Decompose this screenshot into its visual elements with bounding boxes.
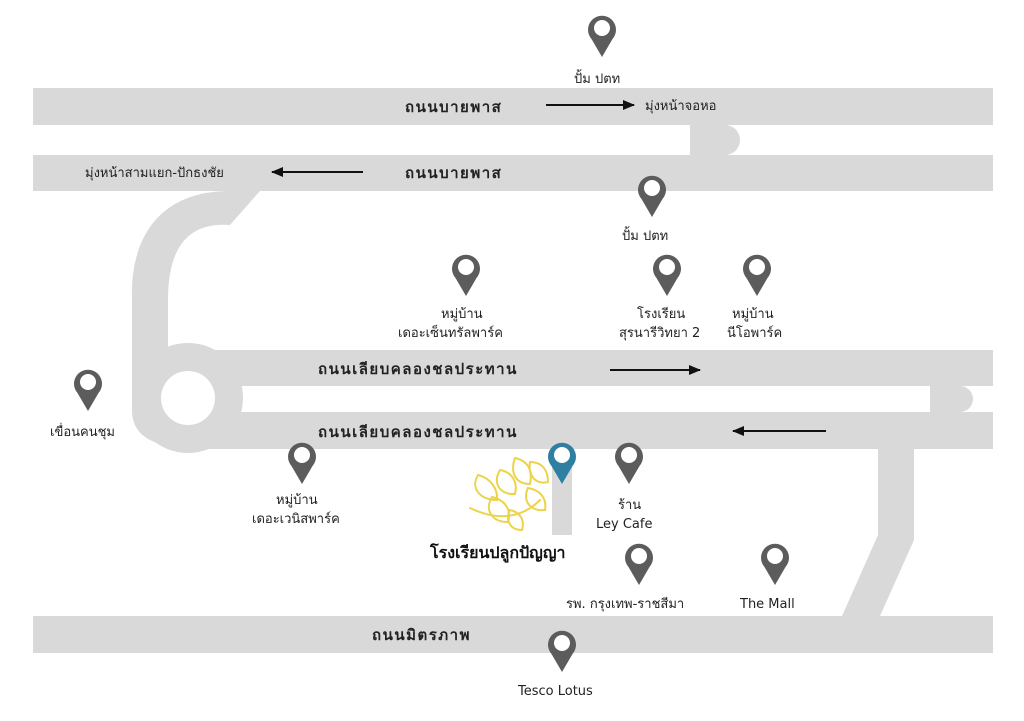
pin-ptt-top-icon[interactable] [588,15,616,57]
pin-the-mall-icon[interactable] [761,543,789,585]
place-label-neo-park-1: หมู่บ้าน [732,307,774,322]
road-bypass-upper [33,88,993,125]
place-label-ptt-mid: ปั้ม ปตท [622,226,668,244]
pin-ley-cafe-icon[interactable] [615,442,643,484]
road-canal-lower [180,412,993,449]
place-label-ley-cafe-1: ร้าน [618,498,641,513]
school-logo-icon [469,456,550,532]
roads [33,88,993,653]
road-canal-uturn [930,386,973,412]
road-label-canal-upper: ถนนเลียบคลองชลประทาน [318,360,518,378]
place-label-ley-cafe-2: Ley Cafe [596,517,652,532]
place-label-hospital: รพ. กรุงเทพ-ราชสีมา [566,596,684,612]
place-label-central-park-2: เดอะเซ็นทรัลพาร์ค [398,323,503,341]
road-label-bypass-lower: ถนนบายพาส [405,164,502,182]
place-label-central-park-1: หมู่บ้าน [441,307,483,322]
pin-neo-park-icon[interactable] [743,254,771,296]
pin-avenue-park-icon[interactable] [288,442,316,484]
place-label-dam: เขื่อนคนชุม [50,423,115,440]
roundabout-center [161,371,215,425]
school-name: โรงเรียนปลูกปัญญา [429,542,565,564]
place-label-neo-park-2: นีโอพาร์ค [727,325,782,341]
place-label-the-mall: The Mall [739,597,795,612]
road-diagonal [842,449,914,616]
place-label-suranari-2: สุรนารีวิทยา 2 [619,325,700,341]
road-bypass-uturn [690,125,740,155]
place-label-suranari-1: โรงเรียน [637,306,685,322]
road-label-canal-lower: ถนนเลียบคลองชลประทาน [318,423,518,441]
pin-tesco-icon[interactable] [548,630,576,672]
pin-suranari-icon[interactable] [653,254,681,296]
pin-dam-icon[interactable] [74,369,102,411]
place-label-ptt-top: ปั้ม ปตท [574,69,620,87]
road-label-bypass-upper: ถนนบายพาส [405,98,502,116]
direction-arrows [271,100,826,436]
pin-ptt-mid-icon[interactable] [638,175,666,217]
place-label-avenue-park-2: เดอะเวนิสพาร์ค [252,511,340,527]
road-canal-upper [160,350,993,386]
direction-label-jo-hor: มุ่งหน้าจอหอ [645,99,716,114]
road-bypass-lower [33,155,993,191]
direction-label-sam-yaek: มุ่งหน้าสามแยก-ปักธงชัย [85,166,224,181]
pin-central-park-icon[interactable] [452,254,480,296]
place-label-tesco: Tesco Lotus [517,684,593,699]
place-label-avenue-park-1: หมู่บ้าน [276,493,318,508]
pin-hospital-icon[interactable] [625,543,653,585]
road-mittraphap [33,616,993,653]
road-label-mittraphap: ถนนมิตรภาพ [372,626,471,644]
